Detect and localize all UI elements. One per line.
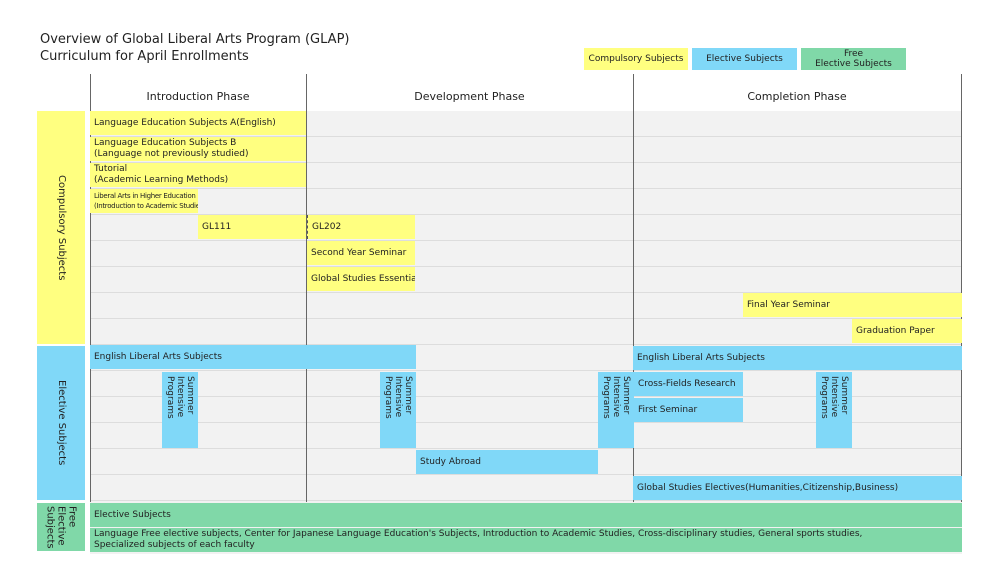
bar-language-free-electives-sublabel: Specialized subjects of each faculty: [94, 540, 255, 550]
bar-gl202: GL202: [307, 215, 415, 239]
bar-second-year-seminar: Second Year Seminar: [307, 241, 415, 265]
phase-divider: [633, 74, 634, 502]
bar-english-liberal-arts-1: English Liberal Arts Subjects: [90, 345, 416, 369]
bar-tutorial: Tutorial (Academic Learning Methods): [90, 163, 306, 187]
bar-summer-intensive-4: Summer Intensive Programs: [816, 372, 852, 448]
bar-summer-intensive-3: Summer Intensive Programs: [598, 372, 634, 448]
row-divider: [90, 422, 962, 423]
category-elective: Elective Subjects: [37, 346, 85, 500]
bar-summer-intensive-2: Summer Intensive Programs: [380, 372, 416, 448]
bar-language-b-sublabel: (Language not previously studied): [94, 149, 249, 159]
row-divider: [90, 500, 962, 501]
row-divider: [90, 240, 962, 241]
phase-divider: [961, 74, 962, 502]
bar-tutorial-label: Tutorial: [94, 164, 128, 174]
bar-liberal-arts-label: Liberal Arts in Higher Education: [94, 192, 196, 200]
phase-divider: [306, 74, 307, 502]
row-divider: [90, 214, 962, 215]
bar-liberal-arts-sublabel: (Introduction to Academic Studies): [94, 202, 198, 210]
page-title: Overview of Global Liberal Arts Program …: [40, 32, 350, 47]
page-subtitle: Curriculum for April Enrollments: [40, 49, 249, 64]
category-compulsory: Compulsory Subjects: [37, 111, 85, 344]
bar-global-studies-essentials: Global Studies Essentials: [307, 267, 415, 291]
bar-global-studies-electives: Global Studies Electives(Humanities,Citi…: [633, 476, 962, 500]
bar-gl111: GL111: [198, 215, 306, 239]
bar-first-seminar: First Seminar: [634, 398, 743, 422]
bar-summer-intensive-1: Summer Intensive Programs: [162, 372, 198, 448]
bar-language-a-label: Language Education Subjects A(English): [94, 117, 276, 128]
bar-study-abroad: Study Abroad: [416, 450, 598, 474]
bar-language-free-electives-label: Language Free elective subjects, Center …: [94, 529, 863, 539]
bar-free-elective-subjects: Elective Subjects: [90, 503, 962, 527]
bar-final-year-seminar: Final Year Seminar: [743, 293, 962, 317]
bar-liberal-arts: Liberal Arts in Higher Education (Introd…: [90, 189, 198, 213]
row-divider: [90, 370, 962, 371]
row-divider: [90, 136, 962, 137]
bar-language-b-label: Language Education Subjects B: [94, 138, 237, 148]
legend-compulsory: Compulsory Subjects: [584, 48, 688, 70]
legend-free-elective: Free Elective Subjects: [801, 48, 906, 70]
row-divider: [90, 396, 962, 397]
phase-introduction: Introduction Phase: [146, 89, 250, 103]
bar-language-free-electives: Language Free elective subjects, Center …: [90, 528, 962, 552]
row-divider: [90, 188, 962, 189]
bar-cross-fields-research: Cross-Fields Research: [634, 372, 743, 396]
bar-graduation-paper: Graduation Paper: [852, 319, 962, 343]
row-divider: [90, 266, 962, 267]
phase-completion: Completion Phase: [747, 89, 847, 103]
row-divider: [90, 292, 962, 293]
legend-elective: Elective Subjects: [692, 48, 797, 70]
phase-development: Development Phase: [414, 89, 525, 103]
row-divider: [90, 344, 962, 345]
row-divider: [90, 474, 962, 475]
row-divider: [90, 162, 962, 163]
phase-divider: [90, 74, 91, 502]
bar-english-liberal-arts-2: English Liberal Arts Subjects: [633, 346, 962, 370]
row-divider: [90, 318, 962, 319]
bar-tutorial-sublabel: (Academic Learning Methods): [94, 175, 229, 185]
bar-language-a: Language Education Subjects A(English): [90, 111, 306, 135]
row-divider: [90, 448, 962, 449]
bar-language-b: Language Education Subjects B (Language …: [90, 137, 306, 161]
category-free-elective: Free Elective Subjects: [37, 503, 85, 551]
